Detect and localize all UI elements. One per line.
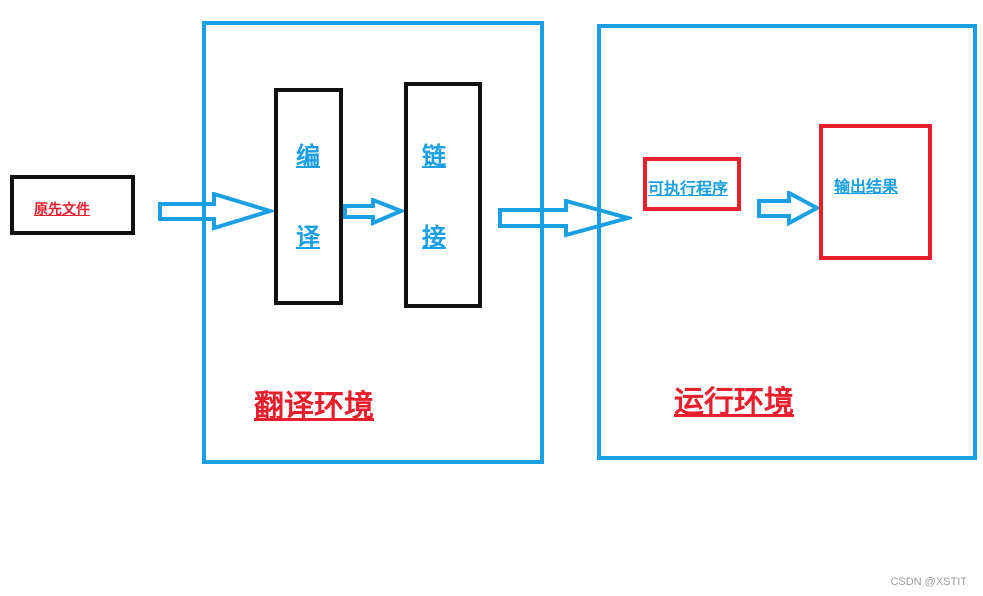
link-char-2: 接 [422,223,446,251]
executable-box [643,157,741,211]
runtime-environment-label: 运行环境 [674,385,794,420]
source-file-label: 原先文件 [34,202,90,218]
runtime-environment-box [597,24,977,460]
arrow-executable-to-output [757,191,821,227]
link-char-1: 链 [422,142,446,170]
compile-box [274,88,343,305]
watermark: CSDN @XSTIT [890,576,967,588]
output-label: 输出结果 [834,177,899,196]
executable-label: 可执行程序 [648,179,729,198]
output-box [819,124,932,260]
link-box [404,82,482,308]
arrow-source-to-compile [158,192,274,231]
translation-environment-box [202,21,544,464]
translation-environment-label: 翻译环境 [254,389,374,424]
compile-char-1: 编 [296,142,320,170]
source-file-box [10,175,135,235]
compile-char-2: 译 [296,223,320,251]
arrow-compile-to-link [343,198,405,226]
